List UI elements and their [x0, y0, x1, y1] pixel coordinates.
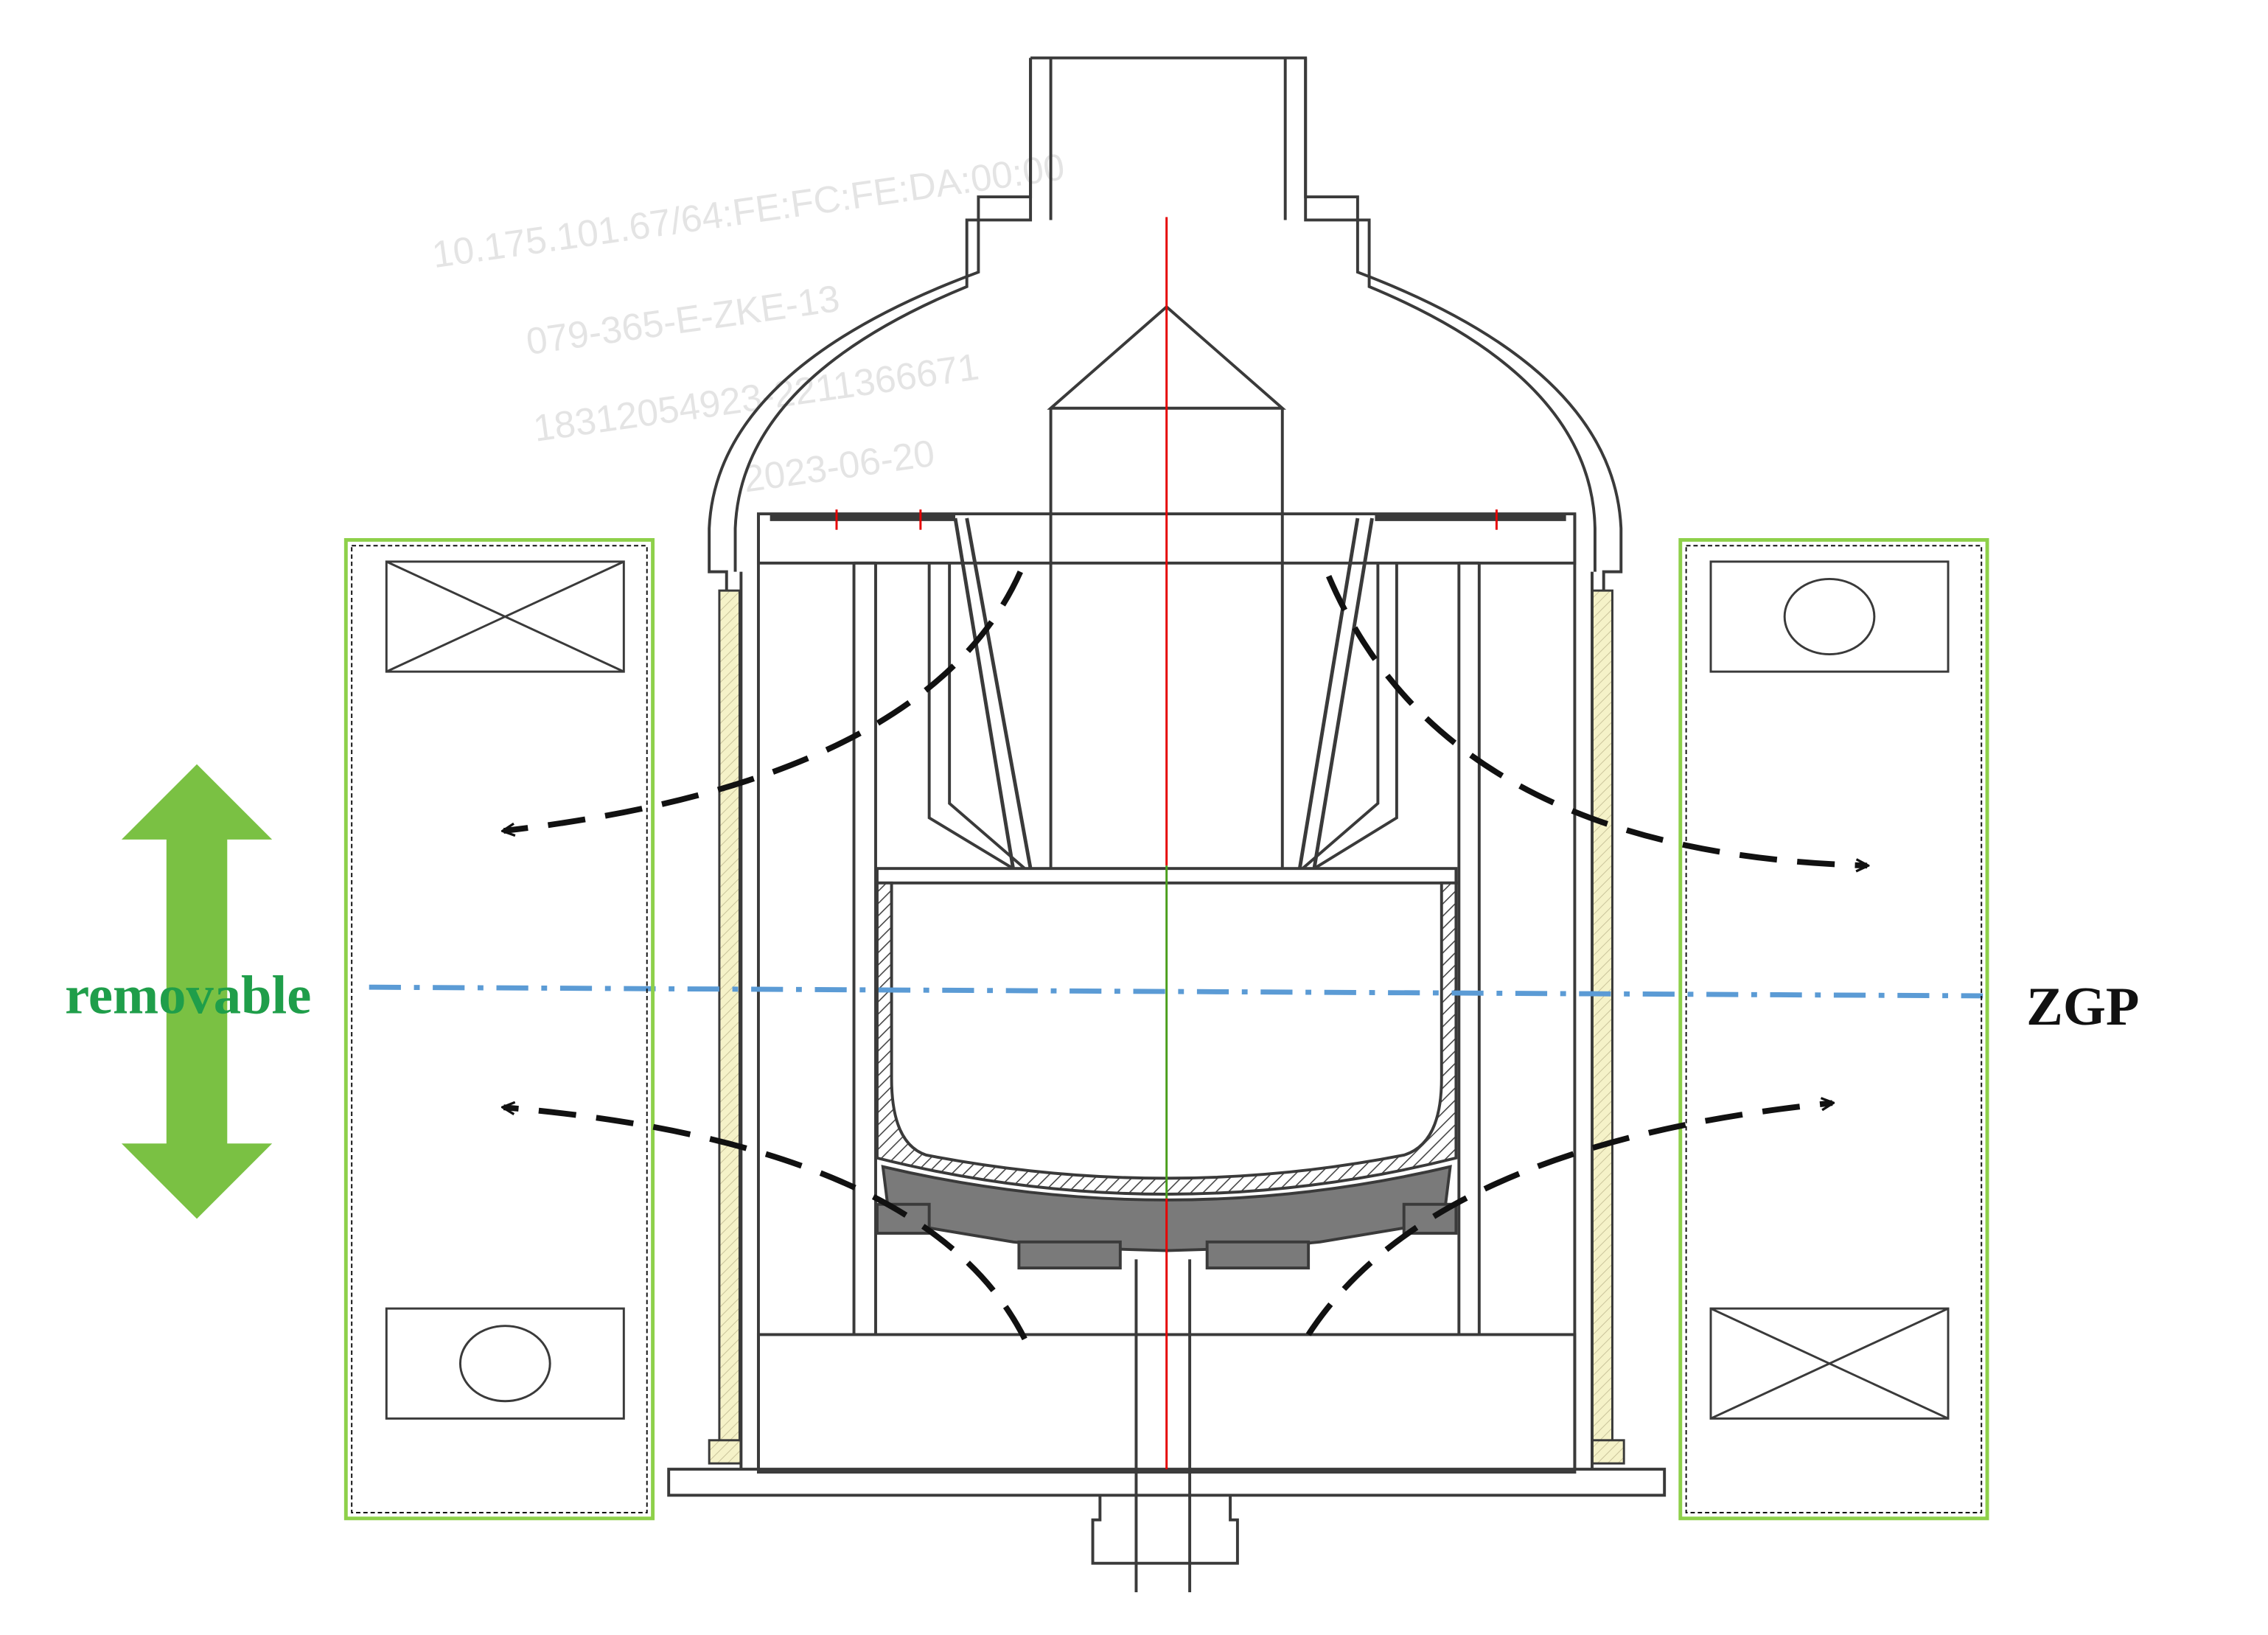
left-coil-border	[343, 537, 655, 1521]
left-coil-assembly	[343, 537, 655, 1521]
housing-outer-outline	[708, 56, 1623, 596]
watermark-line: 079-365-E-ZKE-13	[523, 277, 842, 363]
removable-double-arrow	[121, 764, 273, 1219]
furnace-housing	[708, 56, 1623, 596]
right-coil-border	[1678, 537, 1989, 1521]
right-coil-dot	[1709, 560, 1950, 673]
flow-arrow-lower-right	[1305, 1103, 1832, 1336]
flow-arrow-lower-left	[503, 1107, 1027, 1341]
watermark-line: 2023-06-20	[741, 432, 938, 501]
crucible-wall	[875, 881, 1458, 1196]
right-insulation	[1591, 589, 1613, 1460]
watermark: 10.175.101.67/64:FE:FC:FE:DA:00:00 079-3…	[430, 145, 1067, 500]
right-coil-cross	[1709, 1307, 1950, 1420]
housing-inner-outline	[733, 57, 1597, 572]
flow-arrow-upper-left	[503, 571, 1023, 831]
support-block-right	[1205, 1240, 1311, 1270]
shaft	[1134, 1259, 1192, 1563]
left-insulation	[718, 589, 741, 1460]
right-coil-assembly	[1678, 537, 1989, 1521]
left-coil-dot	[385, 1307, 625, 1420]
heat-shield	[927, 304, 1398, 870]
zgp-label: ZGP	[2026, 977, 2139, 1037]
flow-arrow-upper-right	[1325, 574, 1867, 866]
zgp-line	[369, 984, 1983, 999]
left-coil-cross	[385, 560, 625, 673]
watermark-line: 10.175.101.67/64:FE:FC:FE:DA:00:00	[430, 145, 1067, 276]
removable-label: removable	[65, 966, 311, 1026]
tick-marks	[835, 509, 1498, 530]
flow-arrows	[503, 571, 1867, 1341]
support-block-left	[1017, 1240, 1122, 1270]
